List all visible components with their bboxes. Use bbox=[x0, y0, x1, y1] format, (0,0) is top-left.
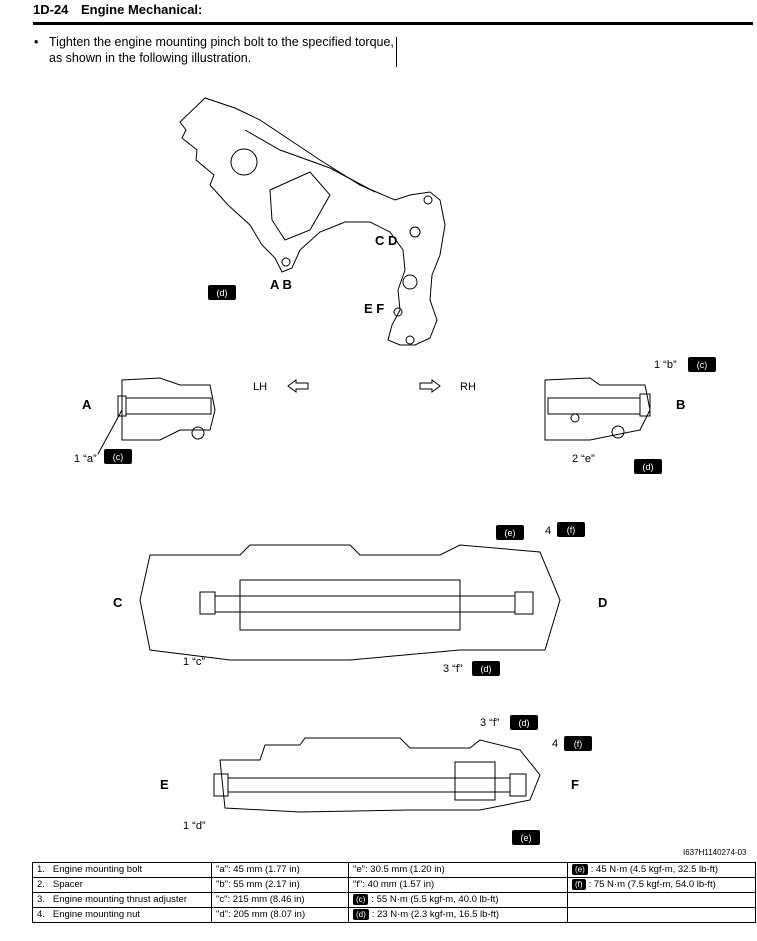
mount-ab bbox=[281, 257, 291, 267]
table-row: 4. Engine mounting nut "d": 205 mm (8.07… bbox=[32, 907, 756, 923]
torque-badge-c-b: (c) bbox=[688, 357, 716, 372]
mount-cd-upper bbox=[423, 195, 433, 205]
length-cell: "a": 45 mm (1.77 in) bbox=[211, 862, 349, 878]
part-name: Spacer bbox=[52, 879, 83, 890]
frame-outline bbox=[179, 97, 446, 346]
arrow-right-icon bbox=[419, 379, 441, 393]
torque-badge-e-cd: (e) bbox=[496, 525, 524, 540]
svg-text:(e): (e) bbox=[521, 833, 532, 843]
torque-value: : 45 N·m (4.5 kgf-m, 32.5 lb-ft) bbox=[590, 864, 719, 875]
mount-ef bbox=[393, 307, 403, 317]
view-f-label: F bbox=[571, 777, 579, 792]
torque-value: : 75 N·m (7.5 kgf-m, 54.0 lb-ft) bbox=[588, 879, 716, 890]
view-cd-drawing bbox=[139, 544, 561, 661]
callout-4-ef: 4 bbox=[552, 738, 558, 750]
arrow-left-icon bbox=[287, 379, 309, 393]
length-cell: "b": 55 mm (2.17 in) bbox=[211, 877, 349, 893]
torque-badge-e-ef: (e) bbox=[512, 830, 540, 845]
part-name: Engine mounting bolt bbox=[52, 864, 143, 875]
torque-badge-d-cd: (d) bbox=[472, 661, 500, 676]
torque-badge-f-ef: (f) bbox=[564, 736, 592, 751]
direction-rh: RH bbox=[460, 381, 476, 393]
page-header: 1D-24 Engine Mechanical: bbox=[33, 0, 753, 25]
svg-text:(f): (f) bbox=[574, 739, 583, 749]
view-ef-drawing bbox=[213, 737, 541, 813]
table-row: 2. Spacer "b": 55 mm (2.17 in) "f": 40 m… bbox=[32, 877, 756, 893]
view-d-label: D bbox=[598, 595, 607, 610]
svg-text:(e): (e) bbox=[505, 528, 516, 538]
torque-badge-c-a: (c) bbox=[104, 449, 132, 464]
torque-badge: (d) bbox=[353, 909, 369, 920]
view-c-label: C bbox=[113, 595, 123, 610]
callout-2e: 2 “e” bbox=[572, 453, 595, 465]
svg-text:(d): (d) bbox=[481, 664, 492, 674]
length-cell: "c": 215 mm (8.46 in) bbox=[211, 892, 349, 908]
page-number: 1D-24 bbox=[33, 2, 69, 17]
torque-badge-d-ef: (d) bbox=[510, 715, 538, 730]
frame-label-ab: A B bbox=[270, 277, 292, 292]
mount-cd bbox=[409, 226, 421, 238]
svg-text:(d): (d) bbox=[643, 462, 654, 472]
callout-3f-ef: 3 “f” bbox=[480, 717, 500, 729]
frame-line bbox=[244, 129, 376, 193]
callout-3f-cd: 3 “f” bbox=[443, 663, 463, 675]
torque-value: : 23 N·m (2.3 kgf-m, 16.5 lb-ft) bbox=[371, 909, 500, 920]
frame-cutout bbox=[269, 171, 331, 241]
frame-hole-small bbox=[402, 274, 418, 290]
view-a-drawing bbox=[117, 377, 216, 441]
spec-table: 1. Engine mounting bolt "a": 45 mm (1.77… bbox=[32, 862, 756, 923]
table-row: 3. Engine mounting thrust adjuster "c": … bbox=[32, 892, 756, 908]
torque-badge: (f) bbox=[572, 879, 586, 890]
svg-text:(f): (f) bbox=[567, 525, 576, 535]
torque-badge-d-b: (d) bbox=[634, 459, 662, 474]
frame-label-cd: C D bbox=[375, 233, 397, 248]
svg-text:(d): (d) bbox=[519, 718, 530, 728]
length-cell: "e": 30.5 mm (1.20 in) bbox=[348, 862, 568, 878]
torque-badge-f-cd: (f) bbox=[557, 522, 585, 537]
frame-label-ef: E F bbox=[364, 301, 384, 316]
view-b-drawing bbox=[544, 377, 651, 441]
mount-ef-lower bbox=[405, 335, 415, 345]
view-a-label: A bbox=[82, 397, 92, 412]
callout-1a: 1 “a” bbox=[74, 453, 97, 465]
frame-hole bbox=[230, 148, 258, 176]
instruction-text: Tighten the engine mounting pinch bolt t… bbox=[49, 35, 394, 65]
view-b-label: B bbox=[676, 397, 685, 412]
view-e-label: E bbox=[160, 777, 169, 792]
torque-badge: (e) bbox=[572, 864, 588, 875]
part-name: Engine mounting nut bbox=[52, 909, 141, 920]
callout-1c: 1 “c” bbox=[183, 656, 205, 668]
part-name: Engine mounting thrust adjuster bbox=[52, 894, 187, 905]
callout-1b: 1 “b” bbox=[654, 359, 677, 371]
change-bar bbox=[396, 37, 397, 67]
callout-1d: 1 “d” bbox=[183, 820, 206, 832]
svg-text:(c): (c) bbox=[113, 452, 124, 462]
torque-badge-d-top: (d) bbox=[208, 285, 236, 300]
table-row: 1. Engine mounting bolt "a": 45 mm (1.77… bbox=[32, 862, 756, 878]
torque-value: : 55 N·m (5.5 kgf-m, 40.0 lb-ft) bbox=[371, 894, 499, 905]
length-cell: "f": 40 mm (1.57 in) bbox=[348, 877, 568, 893]
engine-mount-illustration: (d) A B C D E F A 1 “a” (c) LH RH B 1 “b… bbox=[74, 97, 716, 845]
torque-d-label: (d) bbox=[217, 288, 228, 298]
figure-reference-code: I637H1140274-03 bbox=[683, 848, 747, 857]
svg-text:(c): (c) bbox=[697, 360, 708, 370]
section-title: Engine Mechanical: bbox=[81, 2, 203, 17]
callout-4-cd: 4 bbox=[545, 525, 551, 537]
length-cell: "d": 205 mm (8.07 in) bbox=[211, 907, 349, 923]
torque-badge: (c) bbox=[353, 894, 369, 905]
bullet-dot: • bbox=[34, 35, 39, 49]
direction-lh: LH bbox=[253, 381, 267, 393]
